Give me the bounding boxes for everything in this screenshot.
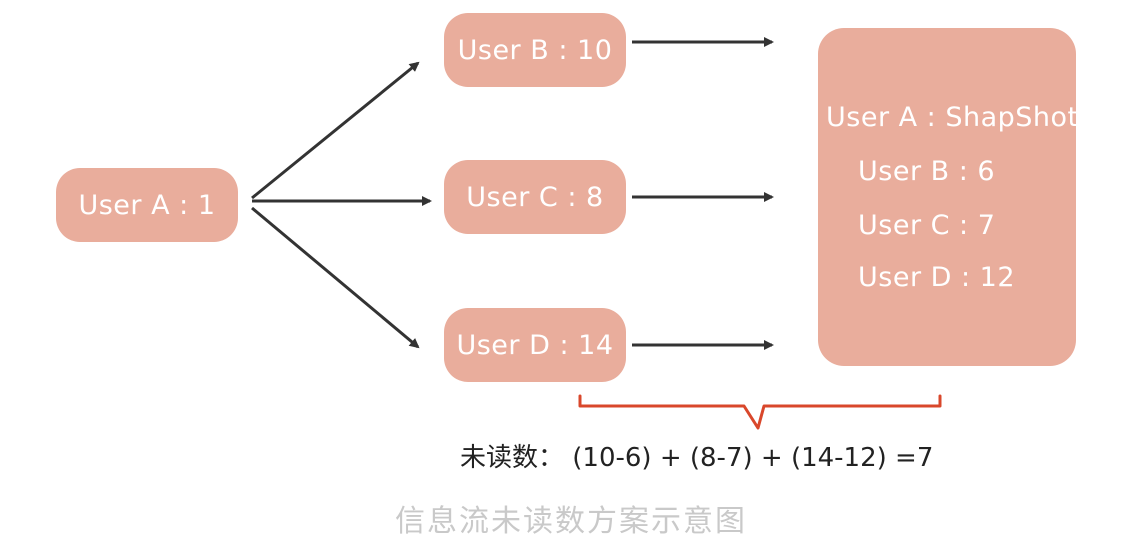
figure-caption: 信息流未读数方案示意图 xyxy=(395,504,747,539)
snapshot-line-user-d: User D : 12 xyxy=(858,262,1016,293)
unread-count-formula: 未读数： (10-6) + (8-7) + (14-12) =7 xyxy=(460,443,934,473)
snapshot-line-user-b: User B : 6 xyxy=(858,156,996,187)
arrow-a-to-d xyxy=(251,206,420,349)
node-user-b-label: User B : 10 xyxy=(457,34,613,66)
node-user-c: User C : 8 xyxy=(444,160,626,234)
node-user-b: User B : 10 xyxy=(444,13,626,87)
node-user-a: User A : 1 xyxy=(56,168,238,242)
snapshot-line-user-c: User C : 7 xyxy=(858,210,996,241)
arrow-a-to-b xyxy=(251,61,420,200)
snapshot-box: User A : ShapShot User B : 6 User C : 7 … xyxy=(818,28,1079,366)
node-user-a-label: User A : 1 xyxy=(78,189,216,221)
curly-brace xyxy=(578,394,942,430)
node-user-c-label: User C : 8 xyxy=(466,181,604,213)
snapshot-title: User A : ShapShot xyxy=(826,102,1079,133)
node-user-d: User D : 14 xyxy=(444,308,626,382)
node-user-d-label: User D : 14 xyxy=(456,329,614,361)
